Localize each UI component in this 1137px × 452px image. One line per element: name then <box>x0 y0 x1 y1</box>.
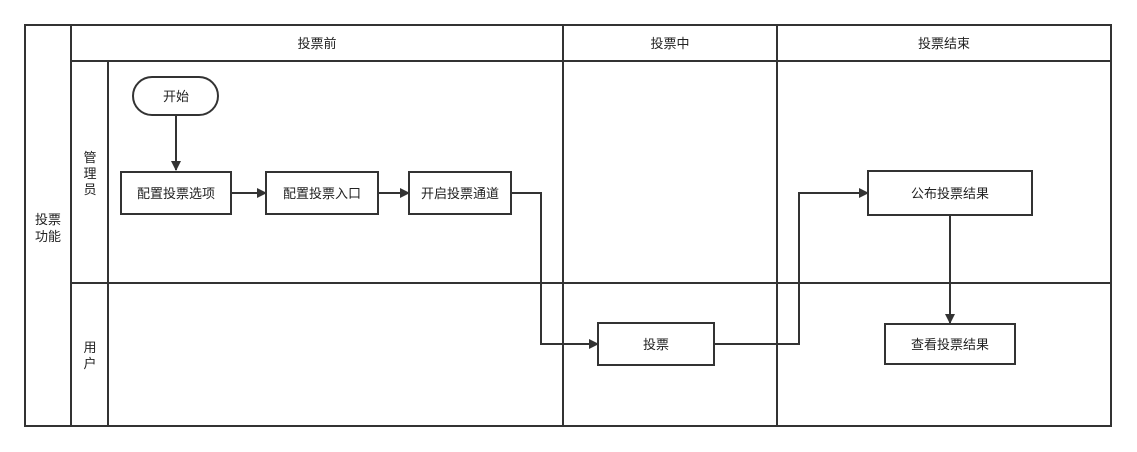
node-config-entry-label: 配置投票入口 <box>283 186 361 202</box>
node-open-channel-shape <box>408 171 512 215</box>
diagram-title-line-2: 功能 <box>35 230 61 245</box>
node-publish-result-label: 公布投票结果 <box>911 186 989 202</box>
lane-user-char-1: 用 <box>83 341 96 356</box>
node-vote-shape <box>597 322 715 366</box>
phase-header-before: 投票前 <box>297 36 336 52</box>
node-vote: 投票 <box>597 322 715 366</box>
node-open-channel: 开启投票通道 <box>408 171 512 215</box>
phase-header-end: 投票结束 <box>918 36 970 52</box>
node-vote-label: 投票 <box>643 337 669 353</box>
lane-admin-char-1: 管 <box>83 151 96 166</box>
node-view-result-label: 查看投票结果 <box>911 337 989 353</box>
node-start-shape <box>132 76 219 116</box>
node-view-result: 查看投票结果 <box>884 323 1016 365</box>
swimlane-grid <box>24 24 1112 427</box>
edge-vote-to-publish-result <box>714 188 869 345</box>
node-config-entry-shape <box>265 171 379 215</box>
outer-frame <box>24 24 1112 427</box>
node-config-options: 配置投票选项 <box>120 171 232 215</box>
node-config-options-shape <box>120 171 232 215</box>
edge-open-channel-to-vote <box>511 192 599 349</box>
edges <box>171 115 955 349</box>
phase-header-during: 投票中 <box>650 36 689 52</box>
lane-user-char-2: 户 <box>83 356 96 372</box>
lane-admin-char-2: 理 <box>83 167 96 182</box>
node-open-channel-label: 开启投票通道 <box>421 186 499 202</box>
lane-admin-char-3: 员 <box>83 183 96 198</box>
node-publish-result-shape <box>867 170 1033 216</box>
node-config-entry: 配置投票入口 <box>265 171 379 215</box>
node-view-result-shape <box>884 323 1016 365</box>
node-start: 开始 <box>132 76 219 116</box>
node-config-options-label: 配置投票选项 <box>137 186 215 202</box>
node-start-label: 开始 <box>163 90 189 105</box>
diagram-title-line-1: 投票 <box>35 212 61 228</box>
node-publish-result: 公布投票结果 <box>867 170 1033 216</box>
